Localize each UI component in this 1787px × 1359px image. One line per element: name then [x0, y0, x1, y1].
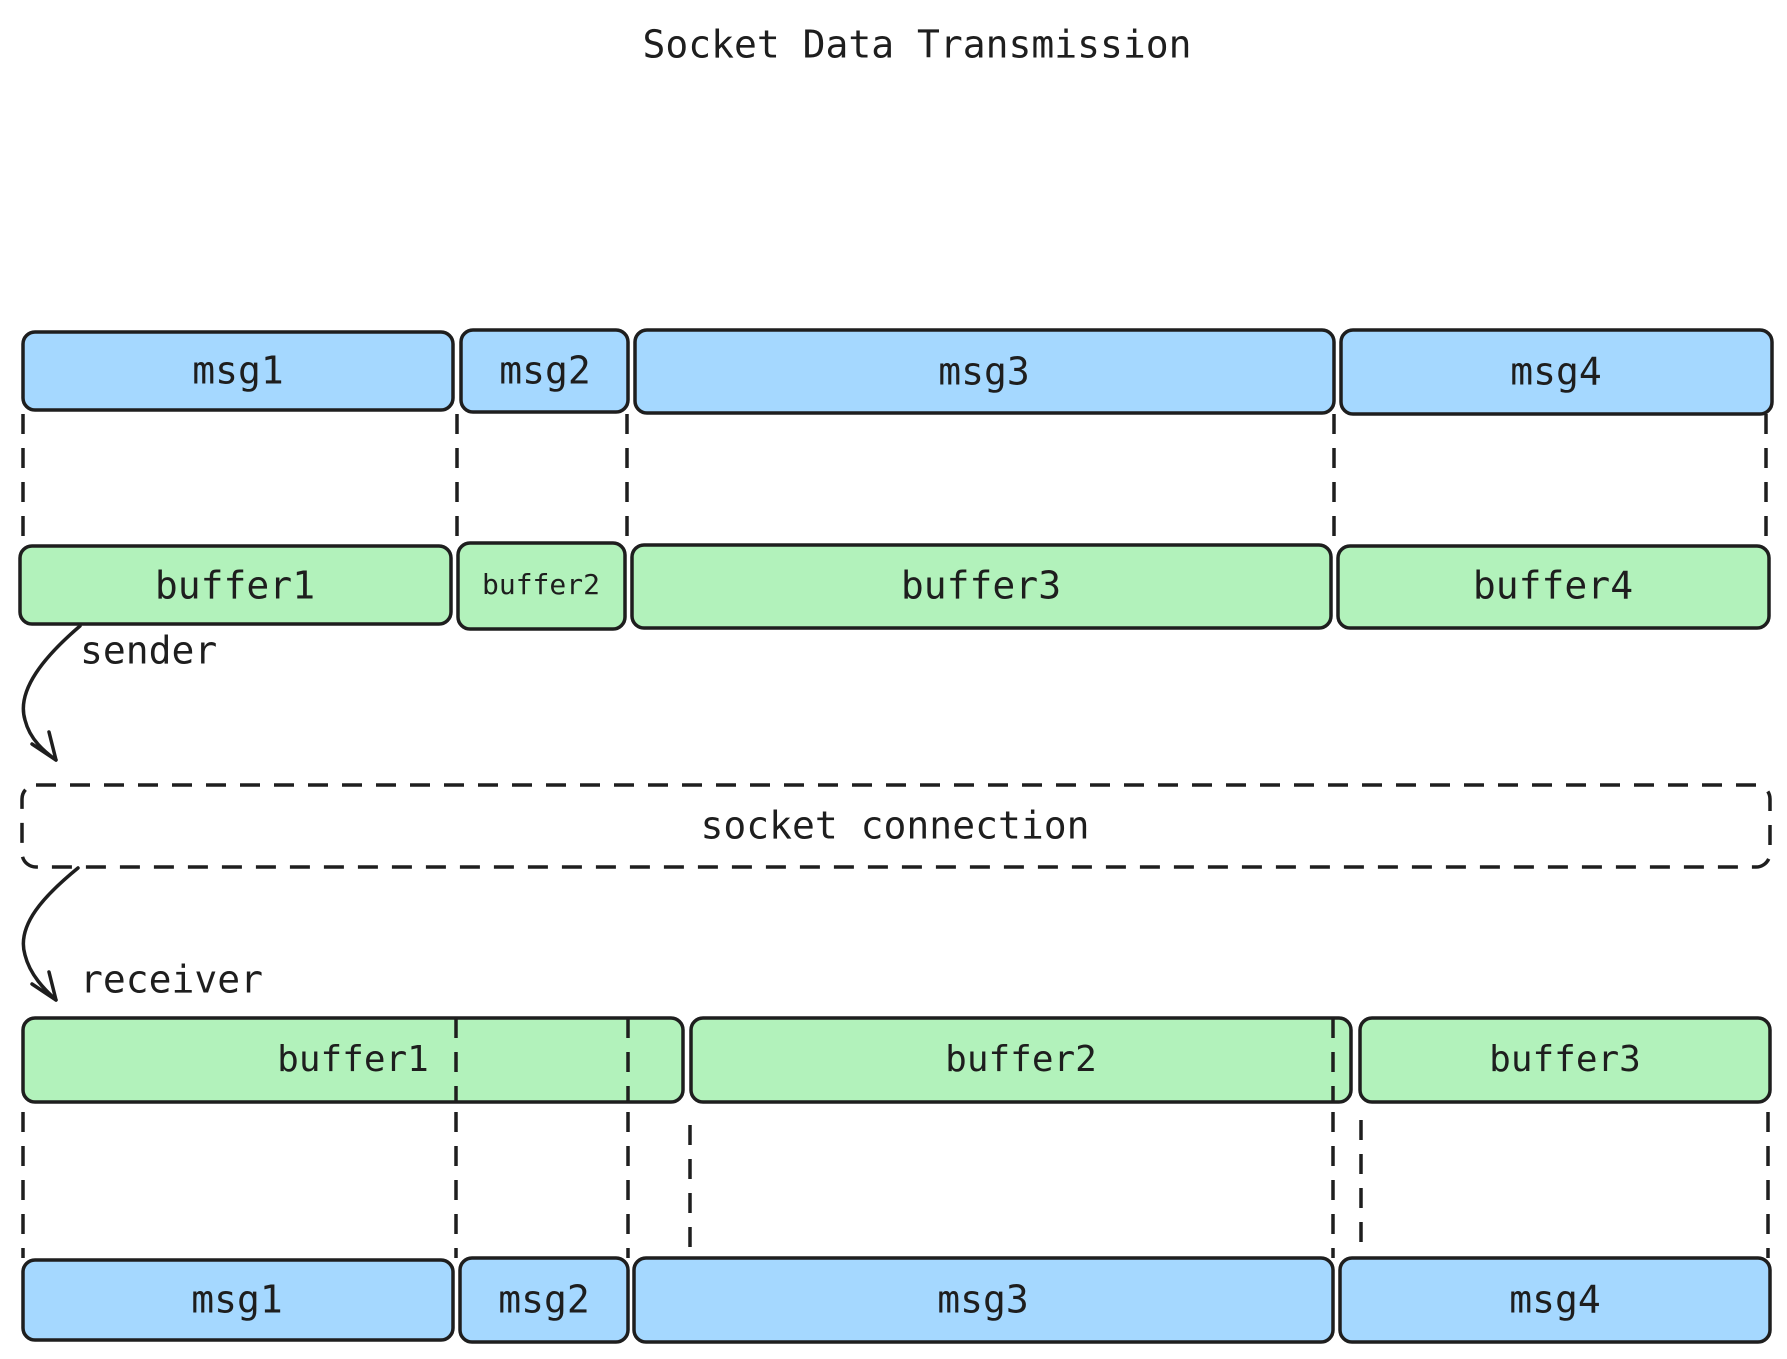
receiver-arrow-icon	[21, 866, 80, 1002]
message-label: msg1	[192, 349, 284, 393]
sender-buffer-2: buffer2	[456, 541, 627, 631]
sender-message-1: msg1	[21, 330, 455, 412]
message-label: msg3	[938, 350, 1030, 394]
receiver-buffer-3: buffer3	[1358, 1016, 1772, 1104]
buffer-label: buffer1	[155, 564, 315, 608]
message-label: msg1	[191, 1278, 283, 1322]
buffer-label: buffer3	[1489, 1039, 1641, 1080]
sender-buffer-4: buffer4	[1336, 544, 1771, 630]
message-label: msg2	[498, 1278, 590, 1322]
message-label: msg4	[1509, 1278, 1601, 1322]
receiver-message-1: msg1	[21, 1258, 455, 1342]
message-label: msg2	[499, 349, 591, 393]
receiver-message-3: msg3	[632, 1256, 1335, 1344]
buffer-label: buffer2	[945, 1039, 1097, 1080]
socket-connection-label: socket connection	[701, 804, 1090, 848]
buffer-label: buffer1	[277, 1039, 429, 1080]
sender-message-2: msg2	[459, 328, 630, 414]
sender-message-3: msg3	[633, 328, 1336, 415]
sender-message-4: msg4	[1339, 328, 1774, 416]
buffer-label: buffer2	[482, 568, 600, 601]
receiver-label: receiver	[80, 958, 263, 1002]
buffer-label: buffer4	[1473, 564, 1633, 608]
socket-connection: socket connection	[20, 783, 1772, 869]
sender-buffer-3: buffer3	[630, 543, 1333, 630]
buffer-label: buffer3	[901, 564, 1061, 608]
sender-guide-lines	[21, 414, 1768, 546]
sender-buffer-1: buffer1	[18, 544, 453, 626]
diagram-title: Socket Data Transmission	[642, 23, 1191, 67]
message-label: msg3	[937, 1278, 1029, 1322]
sender-label: sender	[80, 629, 217, 673]
receiver-guide-lines	[21, 1018, 1770, 1258]
sender-arrow-icon	[21, 624, 82, 762]
message-label: msg4	[1510, 350, 1602, 394]
receiver-buffer-2: buffer2	[689, 1016, 1353, 1104]
receiver-buffer-1: buffer1	[21, 1016, 685, 1104]
receiver-message-4: msg4	[1338, 1256, 1772, 1344]
receiver-message-2: msg2	[458, 1256, 630, 1344]
